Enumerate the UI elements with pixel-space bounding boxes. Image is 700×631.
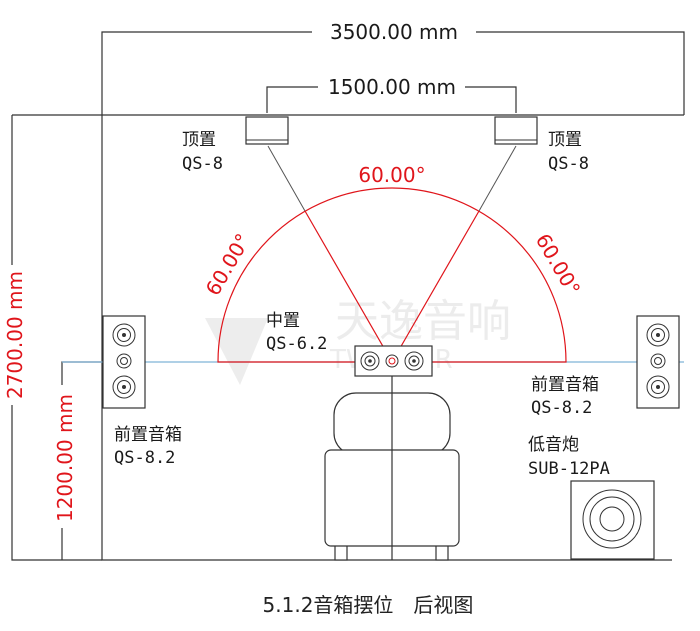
room-depth-dimension: 2700.00 mm [3,115,102,561]
front-left-speaker-model: QS-8.2 [114,448,175,468]
center-speaker: 中置 QS-6.2 [266,311,433,377]
front-left-speaker-name: 前置音箱 [114,425,182,445]
center-speaker-name: 中置 [266,311,300,331]
subwoofer-icon [570,480,655,560]
front-left-speaker-icon [102,315,146,409]
front-left-speaker: 前置音箱 QS-8.2 [102,315,182,468]
center-speaker-icon [354,345,433,377]
angle-label-right: 60.00° [531,229,585,299]
top-left-speaker: 顶置 QS-8 [182,116,289,174]
center-speaker-model: QS-6.2 [266,334,327,354]
listening-angle-arc [217,187,567,363]
angle-lines-gray [267,145,517,212]
top-left-speaker-model: QS-8 [182,154,223,174]
watermark-logo-icon [205,318,268,385]
front-right-speaker: 前置音箱 QS-8.2 [531,315,680,418]
subwoofer-model: SUB-12PA [528,459,610,479]
front-right-speaker-model: QS-8.2 [531,398,592,418]
front-right-speaker-name: 前置音箱 [531,375,599,395]
angle-label-top: 60.00° [358,163,425,187]
subwoofer: 低音炮 SUB-12PA [528,435,655,560]
room-width-label: 3500.00 mm [330,20,458,44]
room-width-dimension: 3500.00 mm [101,20,685,115]
listener-height-dimension: 1200.00 mm [53,361,110,560]
top-spacing-label: 1500.00 mm [328,75,456,99]
top-left-speaker-name: 顶置 [182,130,216,150]
listener-chair-icon [324,376,460,561]
angle-lines-red [304,210,480,363]
listener-height-label: 1200.00 mm [53,394,77,522]
watermark-cn-text: 天逸音响 [335,296,511,347]
top-spacing-dimension: 1500.00 mm [266,75,517,113]
top-right-speaker-model: QS-8 [548,154,589,174]
diagram-caption: 5.1.2音箱摆位 后视图 [263,593,474,617]
room-depth-label: 2700.00 mm [3,271,27,399]
front-right-speaker-icon [636,315,680,409]
top-right-speaker: 顶置 QS-8 [494,116,589,174]
subwoofer-name: 低音炮 [528,435,579,455]
top-right-speaker-name: 顶置 [548,130,582,150]
angle-label-left: 60.00° [201,229,255,299]
